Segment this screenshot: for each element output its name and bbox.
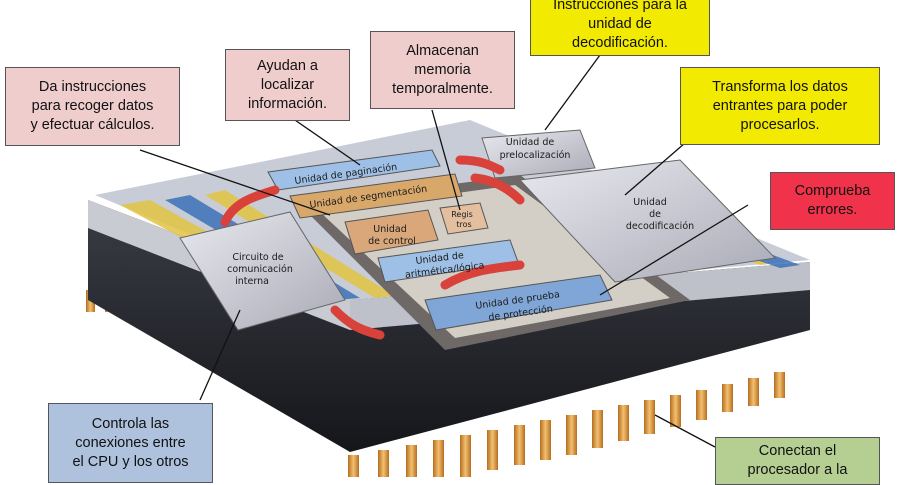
- internal-bus-block: [179, 211, 346, 331]
- decode-label-2: de: [649, 209, 661, 220]
- callout-transform-data: Transforma los datos entrantes para pode…: [680, 67, 880, 145]
- internal-bus-label-2: comunicación: [227, 264, 293, 275]
- protection-block: [424, 274, 613, 331]
- prefetch-label-2: prelocalización: [500, 150, 571, 161]
- control-label: Unidad: [373, 224, 407, 235]
- callout-connect-processor: Conectan el procesador a la: [715, 437, 880, 485]
- callout-give-instructions: Da instrucciones para recoger datos y ef…: [5, 67, 180, 146]
- control-block: [344, 209, 439, 255]
- decode-label: Unidad: [633, 197, 667, 208]
- registers-label-2: tros: [456, 220, 471, 229]
- internal-buses: [220, 155, 525, 340]
- callout-locate-info: Ayudan a localizar información.: [225, 49, 350, 121]
- segmentation-block: [289, 173, 463, 219]
- control-label-2: de control: [368, 236, 416, 247]
- registers-label: Regis: [451, 210, 473, 219]
- decode-block: [518, 159, 777, 283]
- decode-label-3: decodificación: [626, 221, 694, 232]
- front-pins: [86, 290, 785, 477]
- callout-control-connections: Controla las conexiones entre el CPU y l…: [48, 403, 213, 483]
- internal-bus-label-3: interna: [235, 276, 269, 287]
- callout-store-memory: Almacenan memoria temporalmente.: [370, 31, 515, 109]
- callout-check-errors: Comprueba errores.: [770, 172, 895, 230]
- paging-block: [267, 149, 441, 191]
- prefetch-label: Unidad de: [506, 137, 555, 148]
- registers-block: [439, 202, 489, 235]
- internal-bus-label: Circuito de: [232, 252, 283, 263]
- callout-decode-instructions: Instrucciones para la unidad de decodifi…: [530, 0, 710, 56]
